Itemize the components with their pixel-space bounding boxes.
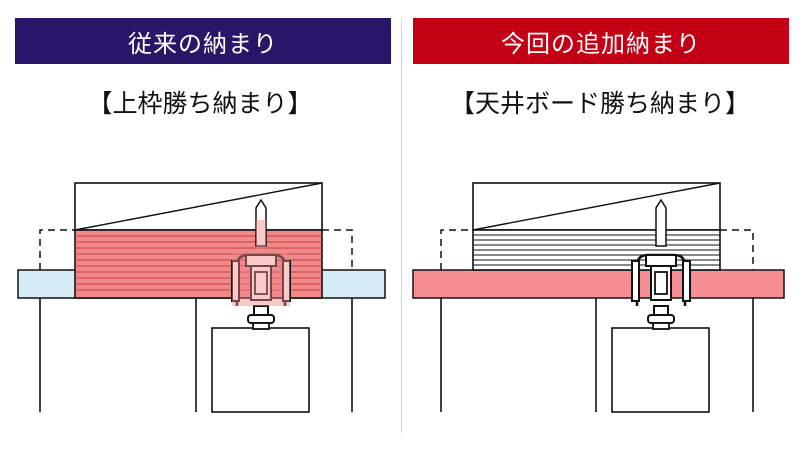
right-banner-label: 今回の追加納まり [501, 29, 701, 58]
left-door-panel [211, 327, 310, 413]
left-banner-label: 従来の納まり [128, 29, 278, 58]
right-panel-subtitle: 【天井ボード勝ち納まり】 [449, 89, 750, 118]
left-highlight-frame [74, 229, 323, 299]
right-panel-banner: 今回の追加納まり [413, 18, 789, 64]
panel-divider [401, 18, 402, 433]
right-door-panel [611, 327, 710, 413]
right-dashed-outline [440, 229, 754, 270]
right-detail-drawing [412, 182, 785, 413]
left-dashed-outline [39, 229, 353, 270]
left-detail-drawing [17, 182, 386, 413]
left-panel-banner: 従来の納まり [15, 18, 391, 64]
left-panel-subtitle: 【上枠勝ち納まり】 [87, 89, 313, 118]
right-ceiling-board [412, 269, 785, 299]
